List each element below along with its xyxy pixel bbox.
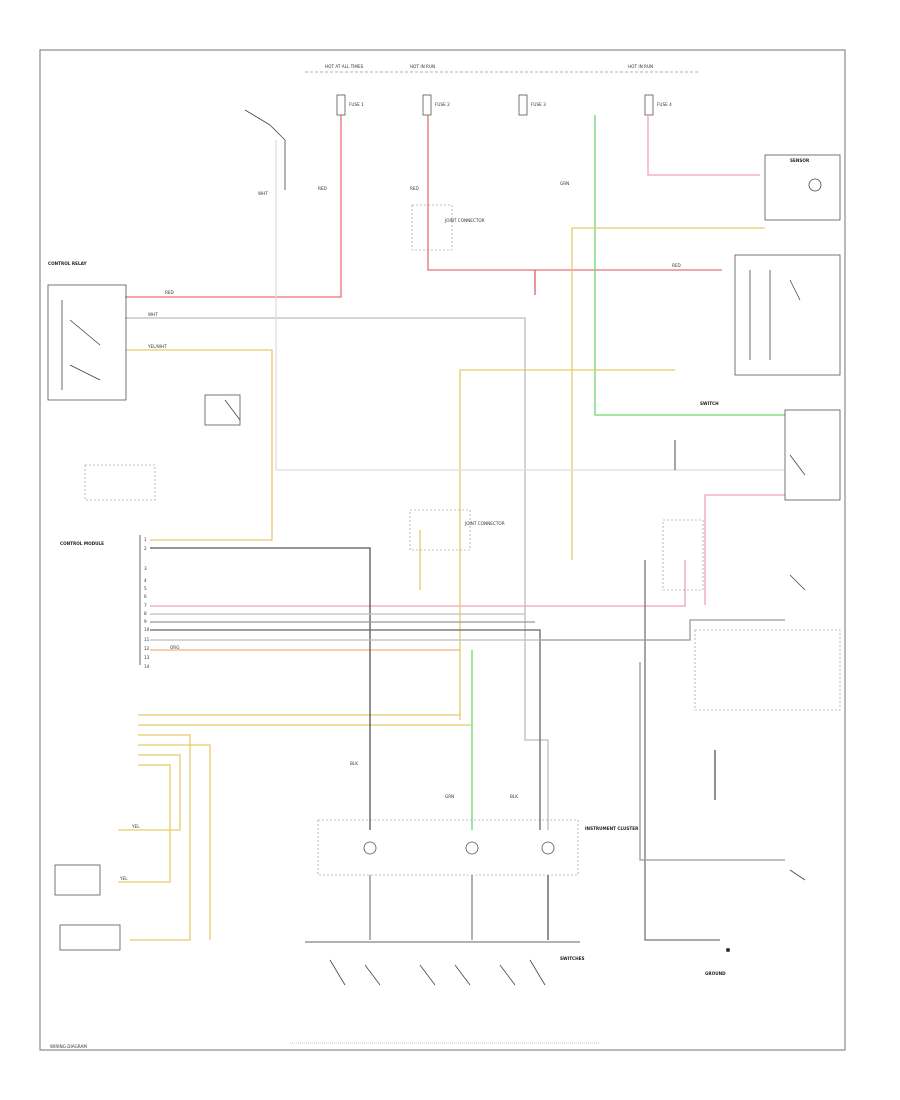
joint-connector-2-label: JOINT CONNECTOR xyxy=(464,521,505,526)
wire-label-grn-1: GRN xyxy=(560,181,569,186)
power-bus: HOT AT ALL TIMES HOT IN RUN HOT IN RUN xyxy=(305,64,700,73)
control-module: CONTROL MODULE 1 2 3 4 5 6 7 8 9 10 11 1… xyxy=(60,535,150,669)
green-wires: GRN GRN xyxy=(445,115,785,830)
fuse-4-label: FUSE 4 xyxy=(657,102,672,107)
module-pin-8: 8 xyxy=(144,611,147,616)
module-pin-5: 5 xyxy=(144,586,147,591)
wire-label-yel-2: YEL xyxy=(131,824,140,829)
fuse-group: FUSE 1 FUSE 2 FUSE 3 FUSE 4 xyxy=(336,94,672,116)
yellow-wires: YEL/WHT YEL YEL ORG xyxy=(118,227,765,941)
instrument-cluster-label: INSTRUMENT CLUSTER xyxy=(585,826,639,831)
ignition-switch: WHT xyxy=(244,109,286,196)
wire-label-red-3: RED xyxy=(165,290,174,295)
module-pin-2: 2 xyxy=(144,546,147,551)
right-switch-label: SWITCH xyxy=(700,401,719,406)
bottom-switches: SWITCHES GROUND xyxy=(329,948,730,986)
cluster-lamp-3 xyxy=(541,841,555,855)
wire-label-yel-1: YEL/WHT xyxy=(147,344,167,349)
bottom-switches-label: SWITCHES xyxy=(560,956,585,961)
wire-label-wht-top: WHT xyxy=(258,191,268,196)
module-pin-7: 7 xyxy=(144,603,147,608)
right-components: SENSOR SWITCH xyxy=(694,154,841,881)
wire-label-red-1: RED xyxy=(318,186,327,191)
power-left-label: HOT AT ALL TIMES xyxy=(325,64,364,69)
fuse-1-label: FUSE 1 xyxy=(349,102,364,107)
module-pin-11: 11 xyxy=(144,637,150,642)
wire-label-blk-1: BLK xyxy=(350,761,358,766)
joint-connector-1-label: JOINT CONNECTOR xyxy=(444,218,485,223)
right-sensor-label: SENSOR xyxy=(790,158,810,163)
wire-label-org-1: ORG xyxy=(170,645,179,650)
cluster-lamp-1 xyxy=(363,841,377,855)
wire-label-red-4: RED xyxy=(672,263,681,268)
joint-connectors: JOINT CONNECTOR JOINT CONNECTOR xyxy=(409,204,704,591)
fuse-2-label: FUSE 2 xyxy=(435,102,450,107)
diagram-frame xyxy=(39,49,846,1051)
module-pin-1: 1 xyxy=(144,537,147,542)
footer-label: WIRING DIAGRAM xyxy=(50,1044,87,1049)
wire-label-blk-2: BLK xyxy=(510,794,518,799)
left-small-components xyxy=(54,394,241,951)
module-pin-12: 12 xyxy=(144,646,150,651)
left-relay: CONTROL RELAY xyxy=(47,261,127,401)
bottom-right-label: GROUND xyxy=(705,971,726,976)
wire-label-grn-2: GRN xyxy=(445,794,454,799)
wire-label-yel-3: YEL xyxy=(119,876,128,881)
module-pin-9: 9 xyxy=(144,619,147,624)
wire-label-red-2: RED xyxy=(410,186,419,191)
power-right-label: HOT IN RUN xyxy=(628,64,653,69)
module-pin-13: 13 xyxy=(144,655,150,660)
wire-label-wht-2: WHT xyxy=(148,312,158,317)
module-pin-10: 10 xyxy=(144,627,150,632)
module-pin-6: 6 xyxy=(144,594,147,599)
module-pin-4: 4 xyxy=(144,578,147,583)
cluster-lamp-2 xyxy=(465,841,479,855)
left-relay-label: CONTROL RELAY xyxy=(48,261,87,266)
power-center-label: HOT IN RUN xyxy=(410,64,435,69)
red-wires: RED RED RED RED xyxy=(125,115,785,607)
module-pin-14: 14 xyxy=(144,664,150,669)
module-pin-3: 3 xyxy=(144,566,147,571)
gray-wires: BLK BLK WHT xyxy=(125,140,785,941)
fuse-3-label: FUSE 3 xyxy=(531,102,546,107)
instrument-cluster: INSTRUMENT CLUSTER xyxy=(305,819,639,943)
left-module-label: CONTROL MODULE xyxy=(60,541,104,546)
